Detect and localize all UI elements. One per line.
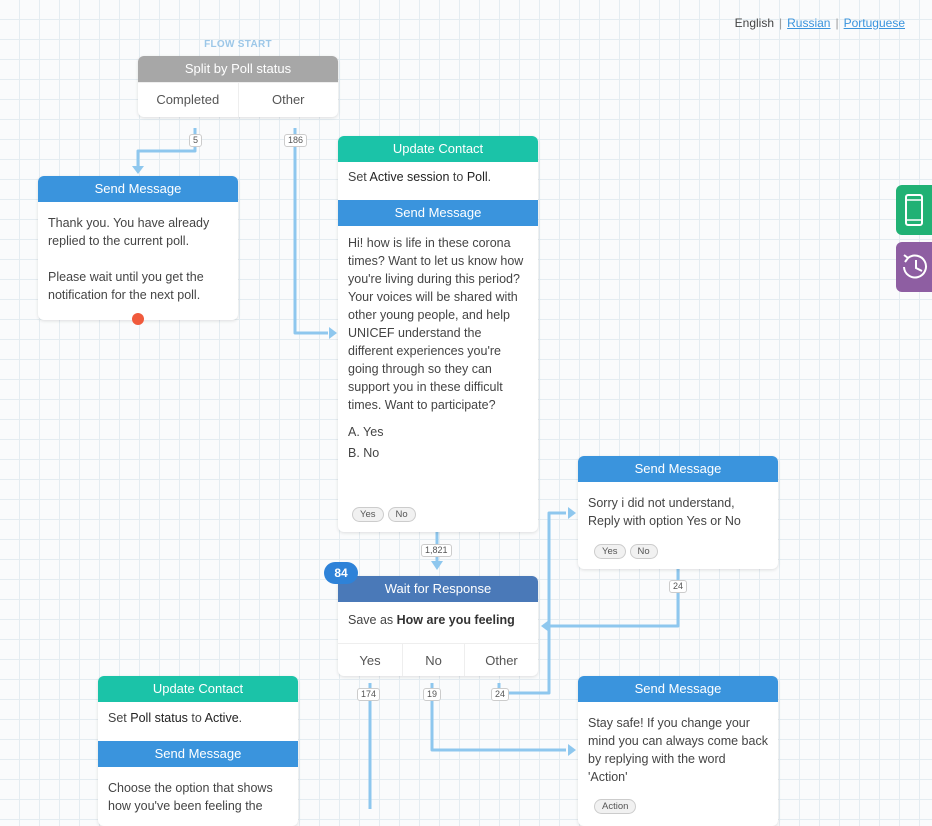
active-contacts-badge[interactable]: 84 bbox=[324, 562, 358, 584]
category-no[interactable]: No bbox=[403, 644, 465, 676]
category-other[interactable]: Other bbox=[485, 653, 518, 668]
message-text: Sorry i did not understand, Reply with o… bbox=[588, 496, 741, 528]
arrowhead bbox=[568, 507, 576, 519]
update-contact-poll-status-node[interactable]: Update Contact Set Poll status to Active… bbox=[98, 676, 298, 826]
arrowhead bbox=[541, 620, 549, 632]
phone-icon bbox=[905, 194, 923, 226]
connector-other bbox=[293, 128, 328, 335]
flow-start-label: FLOW START bbox=[204, 39, 272, 50]
arrowhead bbox=[132, 166, 144, 174]
quick-reply-yes: Yes bbox=[594, 544, 626, 559]
arrowhead bbox=[568, 744, 576, 756]
message-text: Stay safe! If you change your mind you c… bbox=[588, 716, 768, 784]
count-send-to-wait[interactable]: 1,821 bbox=[421, 544, 452, 557]
count-no[interactable]: 19 bbox=[423, 688, 442, 701]
quick-reply-no: No bbox=[387, 507, 416, 522]
quick-reply-action: Action bbox=[594, 799, 637, 814]
connector-no-to-stay-safe bbox=[430, 683, 566, 752]
history-icon bbox=[903, 254, 927, 279]
send-message-title: Send Message bbox=[578, 456, 778, 482]
send-message-stay-safe-node[interactable]: Send Message Stay safe! If you change yo… bbox=[578, 676, 778, 826]
send-message-title: Send Message bbox=[98, 741, 298, 767]
update-contact-active-session-node[interactable]: Update Contact Set Active session to Pol… bbox=[338, 136, 538, 532]
update-contact-action: Set Active session to Poll. bbox=[348, 170, 492, 184]
wait-save-as: Save as How are you feeling bbox=[348, 613, 515, 627]
count-other[interactable]: 186 bbox=[284, 134, 308, 147]
count-completed[interactable]: 5 bbox=[189, 134, 203, 147]
split-node[interactable]: Split by Poll status Completed Other bbox=[138, 56, 338, 117]
count-yes[interactable]: 174 bbox=[357, 688, 381, 701]
update-contact-action: Set Poll status to Active. bbox=[108, 711, 243, 725]
send-message-thanks-node[interactable]: Send Message Thank you. You have already… bbox=[38, 176, 238, 320]
quick-replies: Action bbox=[594, 797, 640, 814]
language-current: English bbox=[734, 16, 774, 30]
send-message-not-understand-node[interactable]: Send Message Sorry i did not understand,… bbox=[578, 456, 778, 569]
update-contact-title: Update Contact bbox=[98, 676, 298, 702]
quick-reply-no: No bbox=[629, 544, 658, 559]
exit-dot[interactable] bbox=[132, 313, 144, 325]
arrowhead bbox=[431, 561, 443, 570]
language-link-russian[interactable]: Russian bbox=[787, 16, 831, 30]
option-a: A. Yes bbox=[348, 425, 384, 439]
simulator-button[interactable] bbox=[896, 185, 932, 235]
category-other[interactable]: Other bbox=[271, 92, 305, 107]
update-contact-title: Update Contact bbox=[338, 136, 538, 162]
count-not-understand[interactable]: 24 bbox=[669, 580, 688, 593]
split-node-title: Split by Poll status bbox=[138, 56, 338, 82]
message-text: Hi! how is life in these corona times? W… bbox=[348, 236, 524, 412]
connector-not-understand-back bbox=[550, 568, 680, 628]
message-options: A. Yes B. No bbox=[338, 422, 538, 472]
language-selector: English|Russian|Portuguese bbox=[734, 16, 905, 30]
connector-completed bbox=[136, 128, 197, 168]
option-b: B. No bbox=[348, 446, 380, 460]
count-other-response[interactable]: 24 bbox=[491, 688, 510, 701]
message-text: Thank you. You have already replied to t… bbox=[48, 216, 210, 302]
category-yes[interactable]: Yes bbox=[338, 644, 403, 676]
revisions-button[interactable] bbox=[896, 242, 932, 292]
quick-reply-yes: Yes bbox=[352, 507, 384, 522]
wait-title: Wait for Response bbox=[338, 576, 538, 602]
message-text: Choose the option that shows how you've … bbox=[108, 781, 273, 813]
send-message-title: Send Message bbox=[338, 200, 538, 226]
category-completed[interactable]: Completed bbox=[138, 83, 239, 117]
send-message-title: Send Message bbox=[578, 676, 778, 702]
wait-for-response-node[interactable]: Wait for Response Save as How are you fe… bbox=[338, 576, 538, 676]
arrowhead bbox=[329, 327, 337, 339]
language-link-portuguese[interactable]: Portuguese bbox=[843, 16, 905, 30]
send-message-title: Send Message bbox=[38, 176, 238, 202]
